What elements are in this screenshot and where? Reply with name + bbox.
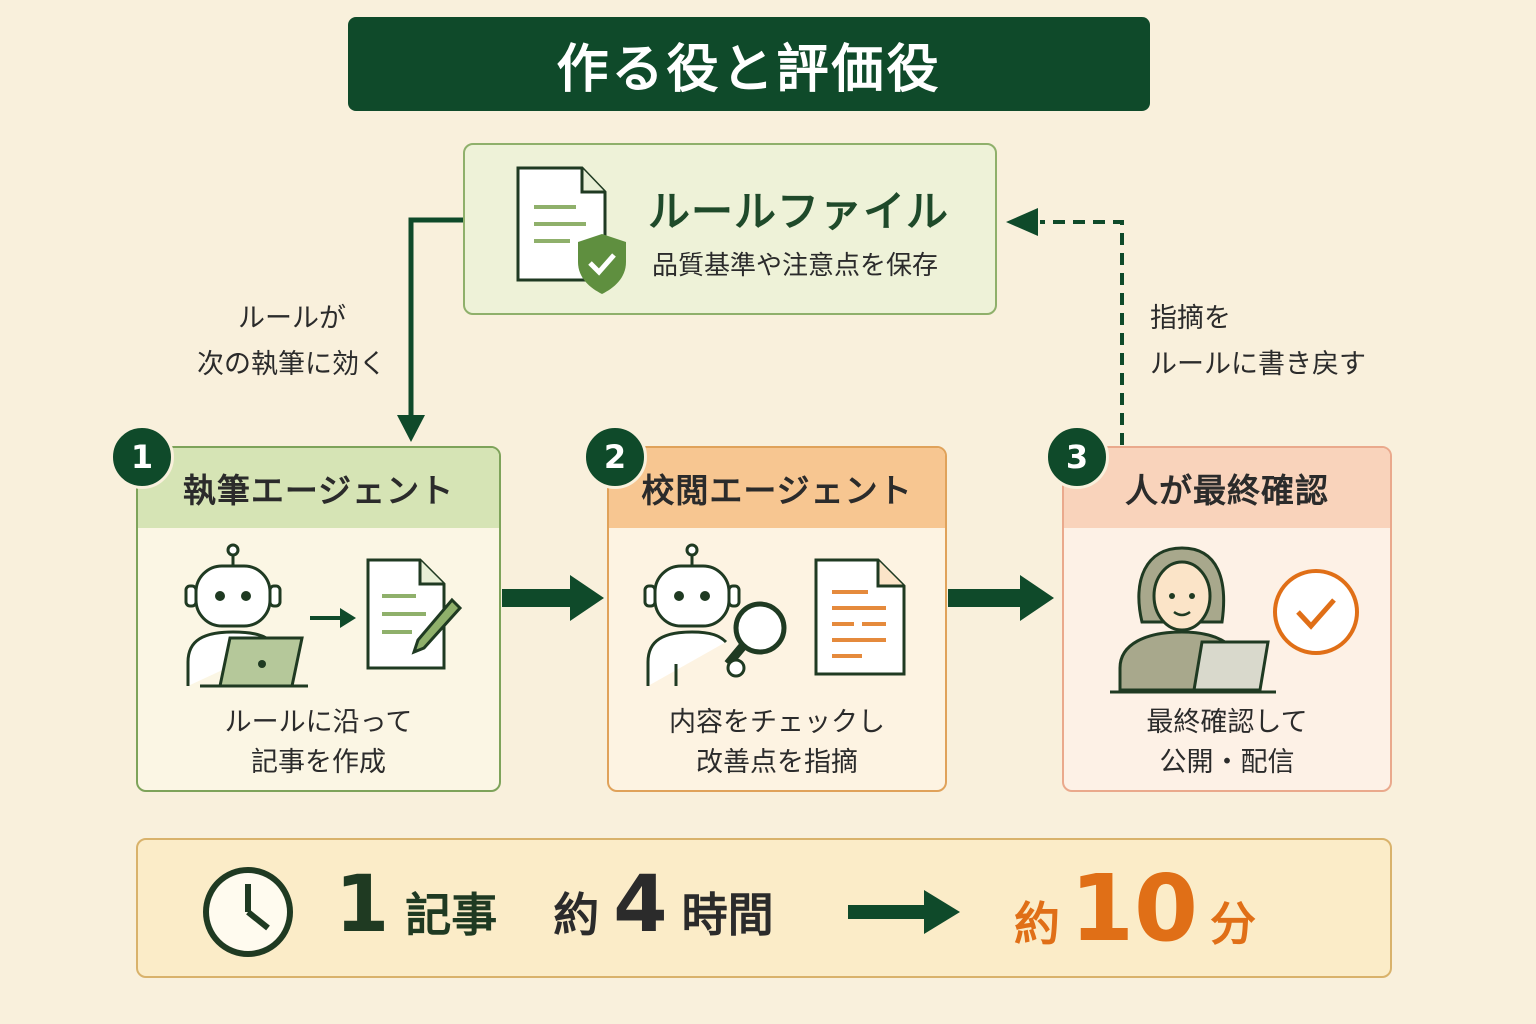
reviewer-agent-title: 校閲エージェント <box>609 448 945 528</box>
human-review-title: 人が最終確認 <box>1064 448 1390 528</box>
time-after: 約 10 分 <box>1014 855 1257 962</box>
time-before: 1 記事 約 4 時間 <box>335 860 774 950</box>
step-2-badge: 2 <box>583 425 647 489</box>
clock-icon <box>203 867 293 957</box>
step-3-badge: 3 <box>1045 425 1109 489</box>
human-review-desc: 最終確認して 公開・配信 <box>1146 707 1308 778</box>
reviewer-agent-desc: 内容をチェックし 改善点を指摘 <box>669 707 885 778</box>
person-approve-icon <box>1110 546 1359 694</box>
rule-file-subtitle: 品質基準や注意点を保存 <box>652 251 939 281</box>
time-comparison-bar <box>136 838 1392 978</box>
rule-to-writer-arrow <box>397 217 463 442</box>
writer-to-reviewer-arrow <box>502 575 604 621</box>
robot-magnifier-icon <box>643 543 906 686</box>
reviewer-to-human-arrow <box>948 575 1054 621</box>
rule-effect-label: ルールが 次の執筆に効く <box>197 303 386 380</box>
time-reduction-arrow <box>848 890 960 934</box>
step-1-badge: 1 <box>110 425 174 489</box>
title-banner: 作る役と評価役 <box>348 17 1150 111</box>
writer-agent-title: 執筆エージェント <box>138 448 499 528</box>
rule-file-title: ルールファイル <box>648 187 950 236</box>
writer-agent-desc: ルールに沿って 記事を作成 <box>224 707 413 778</box>
feedback-to-rule-arrow <box>1006 208 1124 445</box>
robot-writing-icon <box>184 543 463 688</box>
feedback-label: 指摘を ルールに書き戻す <box>1150 303 1366 380</box>
document-shield-icon <box>516 166 626 294</box>
page-title: 作る役と評価役 <box>556 39 942 100</box>
